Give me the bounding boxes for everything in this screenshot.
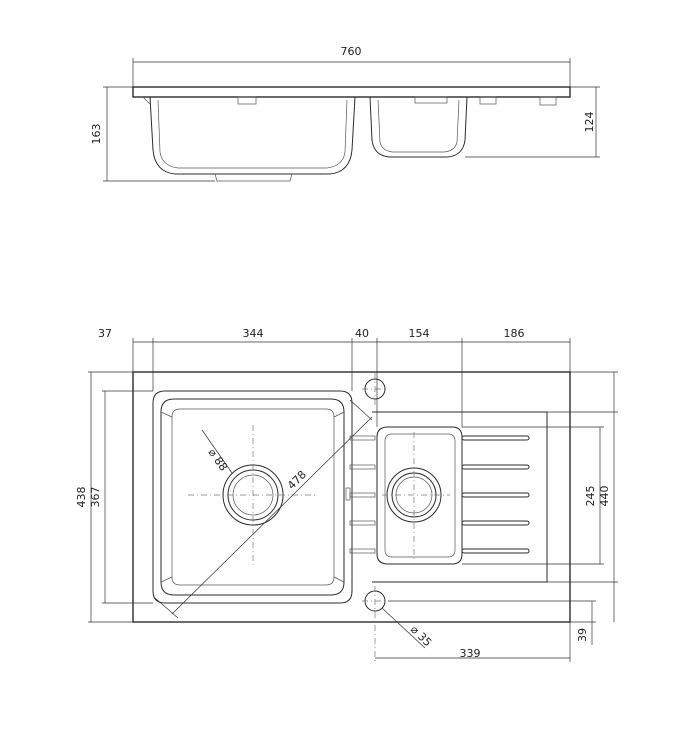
large-bowl-inner-profile <box>157 99 348 169</box>
dim-label-339: 339 <box>460 647 481 660</box>
slot <box>349 520 376 526</box>
bowl-corner <box>160 576 173 583</box>
dim-label-367: 367 <box>89 487 102 508</box>
dim-label-39: 39 <box>576 628 589 642</box>
slot <box>349 548 376 554</box>
groove <box>461 492 530 498</box>
dim-label-186: 186 <box>504 327 525 340</box>
dim-label-440: 440 <box>598 486 611 507</box>
mounting-clip <box>479 96 497 105</box>
leader-d88 <box>201 429 233 474</box>
large-bowl-outer <box>152 390 353 604</box>
ext-line <box>349 399 373 421</box>
slot <box>349 492 376 498</box>
rim-edge <box>142 96 151 105</box>
dim-label-760: 760 <box>341 45 362 58</box>
large-drain-outlet <box>214 173 293 182</box>
dim-label-37: 37 <box>98 327 112 340</box>
large-bowl-basin <box>171 408 335 586</box>
dim-label-344: 344 <box>243 327 264 340</box>
dim-label-40: 40 <box>355 327 369 340</box>
plan-view: ⌀ 88 478 ⌀ 35 37 344 40 154 186 438 367 <box>75 327 618 662</box>
mounting-clip <box>539 96 557 106</box>
small-bowl-inner-profile <box>377 99 460 153</box>
dim-label-d35: ⌀ 35 <box>408 623 434 649</box>
mounting-clip <box>237 96 257 105</box>
sink-outline <box>132 371 571 623</box>
mounting-clip <box>414 96 448 104</box>
leader-d35 <box>381 607 426 649</box>
dim-label-154: 154 <box>409 327 430 340</box>
dim-label-478: 478 <box>285 468 309 492</box>
slot <box>349 464 376 470</box>
dim-label-438: 438 <box>75 487 88 508</box>
drainboard-grooves <box>461 435 530 554</box>
drainer-outline <box>372 411 548 583</box>
slot <box>349 435 376 441</box>
bowl-corner <box>333 576 345 583</box>
bowl-corner <box>333 411 345 418</box>
dim-label-163: 163 <box>90 124 103 145</box>
groove <box>461 548 530 554</box>
dim-label-d88: ⌀ 88 <box>206 446 230 473</box>
groove <box>461 520 530 526</box>
small-bowl-profile <box>369 96 468 158</box>
side-elevation-view: 760 163 124 <box>90 45 600 182</box>
sink-rim <box>132 86 571 98</box>
dim-line-478 <box>171 416 373 615</box>
large-bowl-rim <box>160 398 345 596</box>
dim-label-245: 245 <box>584 486 597 507</box>
small-bowl-inner <box>384 433 456 558</box>
bowl-corner <box>160 411 173 418</box>
groove <box>461 435 530 441</box>
ext-line <box>154 597 179 619</box>
dim-label-124: 124 <box>583 112 596 133</box>
small-bowl-outer <box>376 426 463 565</box>
overflow-slots <box>345 435 376 554</box>
overflow <box>345 487 351 501</box>
groove <box>461 464 530 470</box>
large-bowl-profile <box>149 96 356 175</box>
